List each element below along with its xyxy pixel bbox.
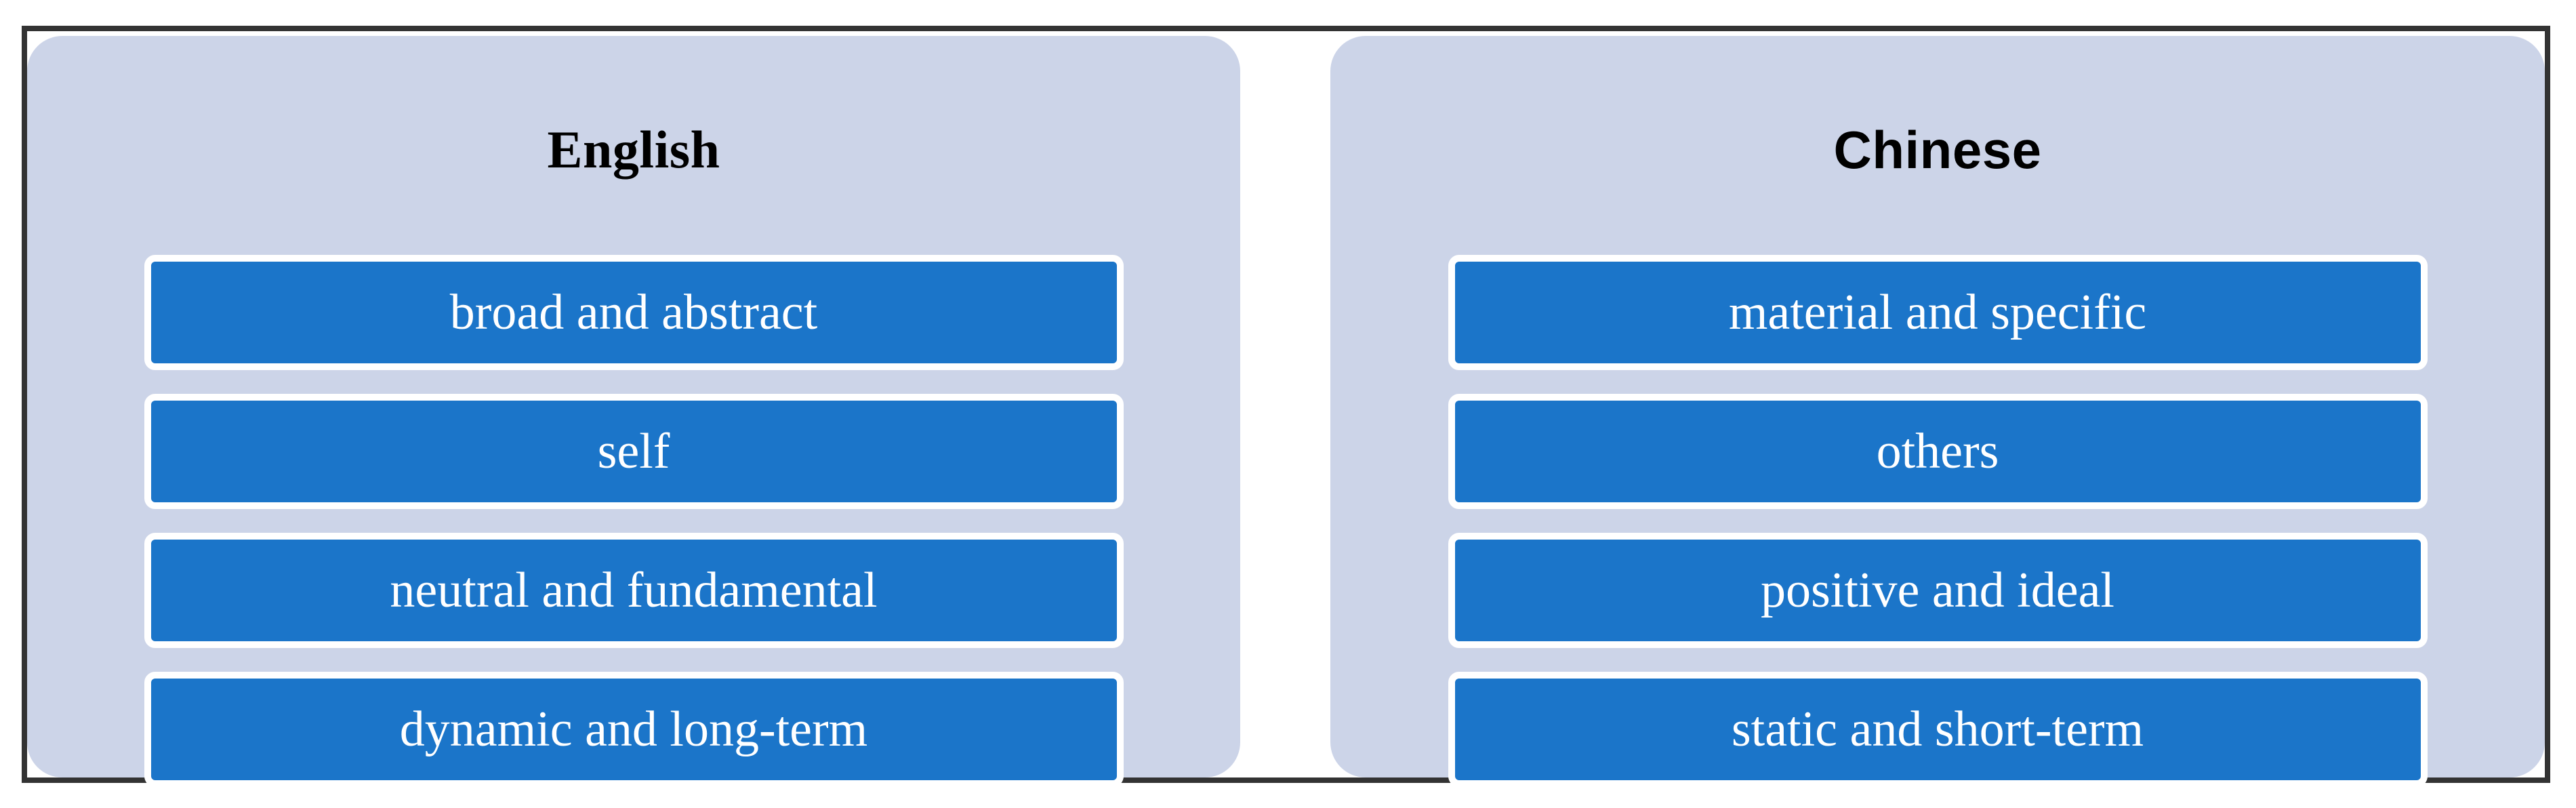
item-box-english-4[interactable]: dynamic and long-term	[144, 672, 1124, 787]
item-box-chinese-1[interactable]: material and specific	[1448, 255, 2428, 370]
item-label-english-1: broad and abstract	[449, 285, 818, 340]
panel-title-english: English	[547, 120, 720, 179]
outer-frame: English broad and abstract self neutral …	[22, 26, 2550, 787]
item-box-chinese-3[interactable]: positive and ideal	[1448, 533, 2428, 648]
item-box-english-1[interactable]: broad and abstract	[144, 255, 1124, 370]
item-label-chinese-4: static and short-term	[1731, 702, 2144, 757]
item-box-chinese-2[interactable]: others	[1448, 394, 2428, 509]
item-stack-chinese: material and specific others positive an…	[1330, 255, 2545, 787]
panel-english: English broad and abstract self neutral …	[27, 36, 1240, 787]
item-box-english-3[interactable]: neutral and fundamental	[144, 533, 1124, 648]
item-label-english-4: dynamic and long-term	[399, 702, 868, 757]
item-box-english-2[interactable]: self	[144, 394, 1124, 509]
item-label-chinese-3: positive and ideal	[1761, 563, 2114, 618]
item-label-english-2: self	[597, 424, 670, 479]
item-box-chinese-4[interactable]: static and short-term	[1448, 672, 2428, 787]
item-label-chinese-2: others	[1876, 424, 1999, 479]
panel-chinese: Chinese material and specific others pos…	[1330, 36, 2545, 787]
panel-title-chinese: Chinese	[1833, 120, 2042, 180]
item-stack-english: broad and abstract self neutral and fund…	[27, 255, 1240, 787]
item-label-english-3: neutral and fundamental	[390, 563, 878, 618]
item-label-chinese-1: material and specific	[1728, 285, 2147, 340]
